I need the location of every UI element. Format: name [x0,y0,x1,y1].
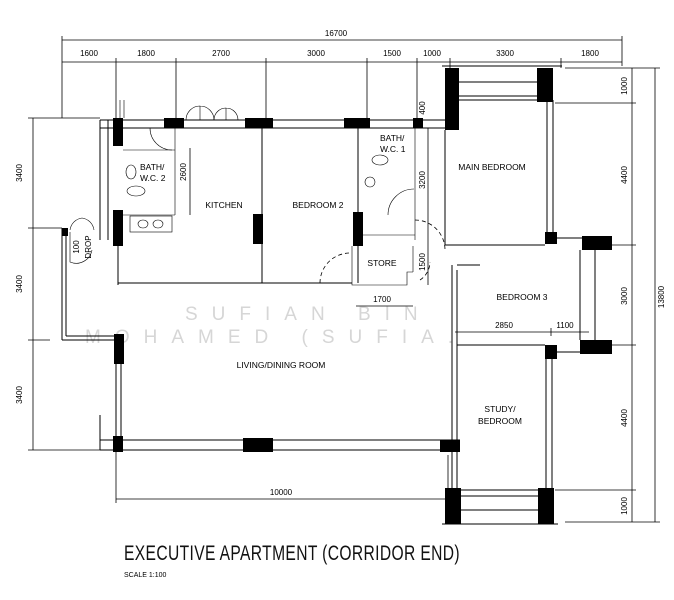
dim-bath1-height: 3200 [418,171,427,189]
internal-dimensions: 2600 3200 1500 400 1700 2850 1100 [179,101,589,336]
room-bath1-line2: W.C. 1 [380,144,406,154]
dim-bedroom3-ext: 1100 [556,321,574,330]
drop-label-2: DROP [84,235,93,258]
dim-top-4: 3000 [307,49,325,58]
dim-store-height: 1500 [418,253,427,271]
room-store: STORE [367,258,396,268]
room-bedroom2: BEDROOM 2 [292,200,343,210]
bottom-dimension: 10000 [115,450,449,503]
room-living-dining: LIVING/DINING ROOM [237,360,326,370]
dim-right-5: 1000 [620,497,629,515]
plan-title: EXECUTIVE APARTMENT (CORRIDOR END) [124,542,460,565]
dim-top-6: 1000 [423,49,441,58]
dim-top-2: 1800 [137,49,155,58]
room-labels: BATH/ W.C. 2 KITCHEN BEDROOM 2 BATH/ W.C… [140,133,548,426]
dim-left-1: 3400 [15,164,24,182]
room-bath2-line2: W.C. 2 [140,173,166,183]
dim-store-width: 1700 [373,295,391,304]
dim-right-1: 1000 [620,77,629,95]
dim-total-height: 13800 [657,285,666,308]
walls [61,65,612,525]
dim-left-3: 3400 [15,386,24,404]
dim-right-2: 4400 [620,166,629,184]
dim-top-8: 1800 [581,49,599,58]
left-dimensions: 3400 3400 3400 [15,117,100,451]
watermark-line-2: MOHAMED (SUFIA. [85,327,467,348]
room-main-bedroom: MAIN BEDROOM [458,162,526,172]
dim-top-3: 2700 [212,49,230,58]
room-study-line2: BEDROOM [478,416,522,426]
room-kitchen: KITCHEN [205,200,242,210]
plan-scale: SCALE 1:100 [124,572,167,579]
dim-top-5: 1500 [383,49,401,58]
right-dimensions: 1000 4400 3000 4400 1000 13800 [555,67,666,523]
dim-top-1: 1600 [80,49,98,58]
dim-left-2: 3400 [15,275,24,293]
dim-top-7: 3300 [496,49,514,58]
room-bedroom3: BEDROOM 3 [496,292,547,302]
drop-label-1: 100 [72,240,81,254]
room-study-line1: STUDY/ [484,404,516,414]
dim-bedroom3-width: 2850 [495,321,513,330]
dim-total-width: 16700 [325,29,348,38]
dim-right-4: 4400 [620,409,629,427]
watermark-line-1: SUFIAN BIN [185,304,432,325]
dim-right-3: 3000 [620,287,629,305]
dim-bath2-height: 2600 [179,163,188,181]
top-dimensions: 16700 1600 1800 2700 3000 1500 1000 3300… [61,29,623,122]
drop-door: 100 DROP [69,217,95,264]
room-bath2-line1: BATH/ [140,162,165,172]
dim-wall-offset: 400 [418,101,427,115]
dim-bottom: 10000 [270,488,293,497]
room-bath1-line1: BATH/ [380,133,405,143]
